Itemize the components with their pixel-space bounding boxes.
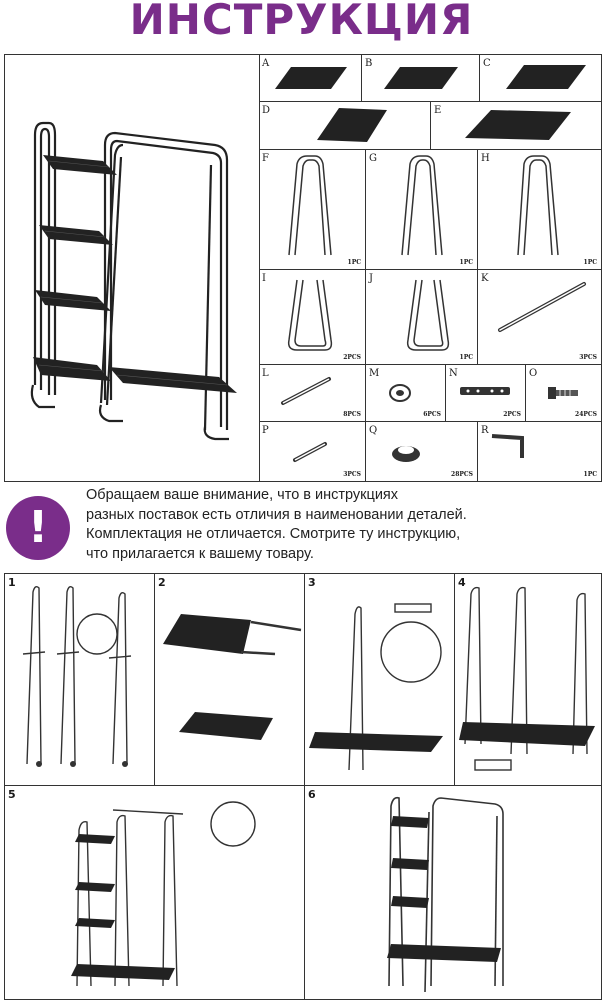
connector-bar-icon (460, 387, 510, 395)
part-letter: R (481, 425, 489, 436)
part-cell-l: L 8PCS (259, 365, 366, 422)
part-letter: D (262, 105, 271, 116)
part-quantity: 1PC (459, 259, 473, 266)
part-cell-h: H 1PC (478, 150, 601, 270)
part-quantity: 6PCS (423, 411, 441, 418)
notice-text: Обращаем ваше внимание, что в инструкция… (86, 486, 598, 564)
part-letter: B (365, 58, 373, 69)
parts-panel: A B C D E F 1PC G 1PC H 1PC I 2PCS J (4, 54, 602, 482)
step-number: 3 (308, 576, 316, 589)
part-cell-n: N 2PCS (446, 365, 526, 422)
part-quantity: 2PCS (343, 354, 361, 361)
part-cell-d: D (259, 102, 431, 150)
rod-icon (498, 282, 586, 332)
part-cell-i: I 2PCS (259, 270, 366, 365)
u-frame-icon (288, 155, 332, 256)
part-letter: O (529, 368, 538, 379)
part-cell-j: J 1PC (366, 270, 478, 365)
part-cell-q: Q 28PCS (366, 422, 478, 481)
step-3: 3 (305, 574, 455, 786)
part-cell-g: G 1PC (366, 150, 478, 270)
part-quantity: 1PC (459, 354, 473, 361)
part-quantity: 2PCS (503, 411, 521, 418)
step-number: 4 (458, 576, 466, 589)
page-title: ИНСТРУКЦИЯ (129, 0, 474, 44)
step-1: 1 (5, 574, 155, 786)
part-cell-b: B (362, 55, 480, 102)
step-number: 2 (158, 576, 166, 589)
mesh-shelf-icon (275, 67, 347, 89)
step-5-drawing (71, 801, 256, 987)
step-6-drawing (387, 796, 504, 993)
part-cell-a: A (259, 55, 362, 102)
short-rod-icon (281, 377, 331, 405)
part-letter: Q (369, 425, 378, 436)
part-cell-e: E (431, 102, 601, 150)
assembly-steps-panel: 1 2 3 (4, 573, 602, 1000)
step-4-drawing (459, 586, 595, 771)
mesh-shelf-icon (317, 108, 387, 142)
u-frame-icon (401, 155, 443, 256)
screw-icon (548, 387, 578, 399)
part-quantity: 1PC (347, 259, 361, 266)
bottom-frame-icon (406, 279, 450, 351)
step-4: 4 (455, 574, 601, 786)
assembled-rack-overview (5, 55, 260, 481)
part-letter: J (369, 273, 374, 284)
part-letter: N (449, 368, 458, 379)
end-cap-icon (392, 446, 420, 462)
part-letter: K (481, 273, 489, 284)
bottom-frame-icon (287, 279, 333, 351)
notice-line: Обращаем ваше внимание, что в инструкция… (86, 487, 399, 503)
step-number: 1 (8, 576, 16, 589)
step-6: 6 (305, 786, 601, 999)
clip-icon (389, 384, 411, 402)
short-rod-icon (293, 442, 327, 462)
step-1-drawing (22, 585, 132, 767)
part-quantity: 3PCS (579, 354, 597, 361)
part-letter: C (483, 58, 491, 69)
part-cell-f: F 1PC (259, 150, 366, 270)
part-cell-r: R 1PC (478, 422, 601, 481)
notice-line: что прилагается к вашему товару. (86, 545, 314, 562)
step-number: 5 (8, 788, 16, 801)
part-cell-p: P 3PCS (259, 422, 366, 481)
step-2: 2 (155, 574, 305, 786)
mesh-shelf-icon (506, 65, 586, 89)
part-cell-m: M 6PCS (366, 365, 446, 422)
part-quantity: 24PCS (575, 411, 597, 418)
step-5: 5 (5, 786, 305, 999)
step-number: 6 (308, 788, 316, 801)
part-quantity: 1PC (583, 259, 597, 266)
part-cell-c: C (480, 55, 601, 102)
part-letter: F (262, 153, 269, 164)
exclamation-icon: ! (27, 502, 49, 553)
step-2-drawing (163, 614, 302, 740)
notice-line: Комплектация не отличается. Смотрите ту … (86, 526, 461, 542)
notice-section: ! Обращаем ваше внимание, что в инструкц… (0, 486, 603, 570)
notice-line: разных поставок есть отличия в наименова… (86, 506, 467, 523)
part-letter: L (262, 368, 269, 379)
part-cell-k: K 3PCS (478, 270, 601, 365)
part-quantity: 8PCS (343, 411, 361, 418)
mesh-shelf-icon (465, 110, 571, 140)
mesh-shelf-icon (384, 67, 458, 89)
part-quantity: 3PCS (343, 471, 361, 478)
part-letter: P (262, 425, 269, 436)
part-letter: H (481, 153, 490, 164)
part-letter: A (262, 58, 270, 69)
step-3-drawing (309, 603, 443, 771)
warning-badge: ! (6, 496, 70, 560)
part-cell-o: O 24PCS (526, 365, 601, 422)
part-quantity: 28PCS (451, 471, 473, 478)
part-quantity: 1PC (583, 471, 597, 478)
part-letter: G (369, 153, 377, 164)
part-letter: M (369, 368, 380, 379)
part-letter: E (434, 105, 442, 116)
assembled-rack-drawing (30, 121, 237, 441)
hex-key-icon (491, 434, 524, 458)
part-letter: I (262, 273, 266, 284)
u-frame-icon (517, 155, 559, 256)
